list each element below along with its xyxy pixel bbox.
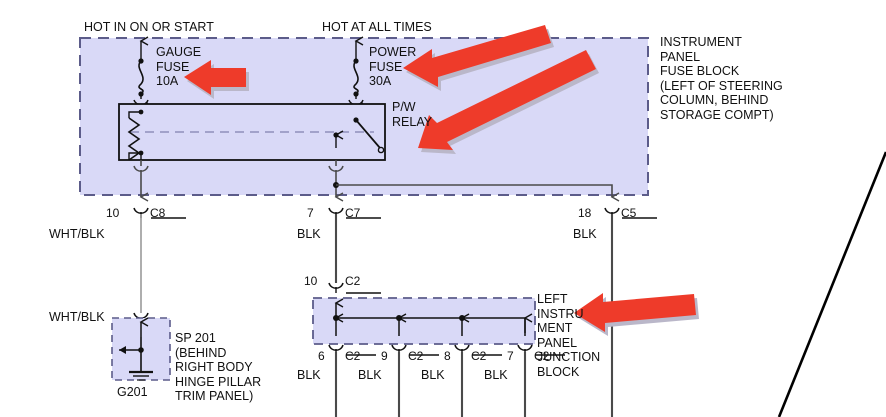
fuse-block-output-wires	[133, 160, 620, 202]
connector-jb-out-1-id: C2	[345, 349, 361, 363]
wire-color-jb-out-2: BLK	[358, 368, 382, 382]
label-hot-in-on-or-start: HOT IN ON OR START	[84, 20, 214, 34]
label-power-fuse: POWER FUSE 30A	[369, 45, 417, 88]
pw-relay-symbol	[118, 103, 386, 161]
junction-block-input-connector	[328, 282, 381, 294]
pin-c8-number: 10	[106, 206, 120, 220]
wire-color-sp201-branch: WHT/BLK	[49, 310, 105, 324]
label-hot-at-all-times: HOT AT ALL TIMES	[322, 20, 432, 34]
pin-jb-input-number: 10	[304, 274, 318, 288]
page-edge-diagonal	[777, 151, 886, 417]
wire-color-jb-out-1: BLK	[297, 368, 321, 382]
wire-color-c8: WHT/BLK	[49, 227, 105, 241]
junction-block-outline	[312, 297, 536, 345]
connector-jb-input-id: C2	[345, 274, 361, 288]
label-sp201: SP 201 (BEHIND RIGHT BODY HINGE PILLAR T…	[175, 331, 262, 403]
pin-jb-out-2-number: 9	[381, 349, 388, 363]
arrow-pw-relay	[418, 50, 599, 154]
label-gauge-fuse: GAUGE FUSE 10A	[156, 45, 202, 88]
wire-color-jb-out-4: BLK	[484, 368, 508, 382]
arrow-junction-block	[574, 293, 699, 336]
left-ip-junction-block	[312, 297, 536, 345]
pin-jb-out-1-number: 6	[318, 349, 325, 363]
pin-c5-number: 18	[578, 206, 592, 220]
wire-color-c7: BLK	[297, 227, 321, 241]
splice-sp201	[111, 312, 171, 381]
pin-jb-out-4-number: 7	[507, 349, 514, 363]
connector-jb-out-4-id: C2	[534, 349, 550, 363]
label-left-ip-junction-block: LEFT INSTRU MENT PANEL JUNCTION BLOCK	[537, 292, 601, 379]
relay-switch-blade	[355, 119, 381, 149]
label-instrument-panel-fuse-block: INSTRUMENT PANEL FUSE BLOCK (LEFT OF STE…	[660, 35, 783, 122]
wire-color-jb-out-3: BLK	[421, 368, 445, 382]
connector-c5-id: C5	[621, 206, 637, 220]
label-pw-relay: P/W RELAY	[392, 100, 433, 129]
arrow-power-fuse	[403, 25, 554, 91]
connector-jb-out-3-id: C2	[471, 349, 487, 363]
label-g201: G201	[117, 385, 148, 399]
connector-c8-id: C8	[150, 206, 166, 220]
junction-block-output-connectors	[328, 344, 565, 417]
pin-c7-number: 7	[307, 206, 314, 220]
arrow-gauge-fuse	[184, 60, 249, 99]
wire-color-c5: BLK	[573, 227, 597, 241]
pin-jb-out-3-number: 8	[444, 349, 451, 363]
connector-c7-id: C7	[345, 206, 361, 220]
connector-jb-out-2-id: C2	[408, 349, 424, 363]
